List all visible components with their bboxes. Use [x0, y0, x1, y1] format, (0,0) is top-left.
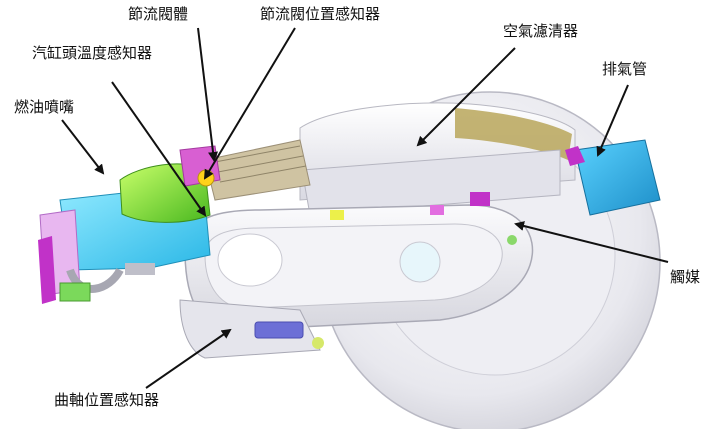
- arrow-throttle-body: [198, 28, 214, 160]
- label-catalyst: 觸媒: [670, 268, 700, 286]
- label-air-filter: 空氣濾清器: [503, 22, 578, 40]
- label-fuel-injector: 燃油噴嘴: [14, 98, 74, 116]
- intake-manifold: [120, 146, 220, 222]
- arrow-injector: [62, 120, 103, 173]
- label-head-temp-sensor: 汽缸頭溫度感知器: [32, 44, 152, 62]
- intake-duct: [205, 140, 310, 200]
- label-throttle-body: 節流閥體: [128, 5, 188, 23]
- label-throttle-position-sensor: 節流閥位置感知器: [260, 5, 380, 23]
- label-crank-position-sensor: 曲軸位置感知器: [54, 391, 159, 409]
- label-exhaust-pipe: 排氣管: [602, 60, 647, 78]
